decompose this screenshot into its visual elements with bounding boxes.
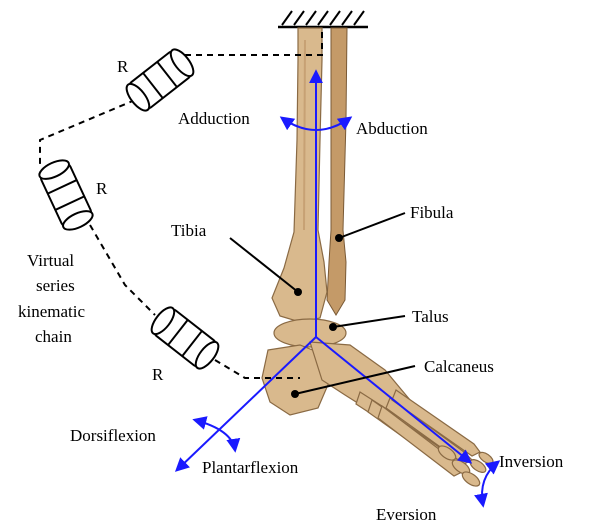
fibula-bone: [327, 28, 347, 315]
inversion-label: Inversion: [499, 452, 564, 471]
eversion-label: Eversion: [376, 505, 437, 524]
joint-r-label-2: R: [96, 179, 108, 198]
inversion-axis: [316, 337, 470, 462]
revolute-joint-2-icon: [37, 157, 96, 234]
abduction-label: Abduction: [356, 119, 428, 138]
plantarflexion-label: Plantarflexion: [202, 458, 299, 477]
revolute-joint-1-icon: [123, 46, 198, 114]
tibia-label: Tibia: [171, 221, 207, 240]
fibula-label: Fibula: [410, 203, 454, 222]
calcaneus-label: Calcaneus: [424, 357, 494, 376]
adduction-label: Adduction: [178, 109, 250, 128]
joint-r-label-1: R: [117, 57, 129, 76]
chain-label-line-2: series: [36, 276, 75, 295]
chain-label-line-3: kinematic: [18, 302, 85, 321]
leg-bones-illustration: [262, 28, 495, 489]
joint-r-label-3: R: [152, 365, 164, 384]
revolute-joint-3-icon: [148, 304, 223, 372]
fixed-support-icon: [278, 11, 368, 27]
foot-bones: [356, 390, 495, 489]
chain-label-line-1: Virtual: [27, 251, 74, 270]
dorsiflexion-label: Dorsiflexion: [70, 426, 156, 445]
talus-label: Talus: [412, 307, 449, 326]
chain-label-line-4: chain: [35, 327, 72, 346]
